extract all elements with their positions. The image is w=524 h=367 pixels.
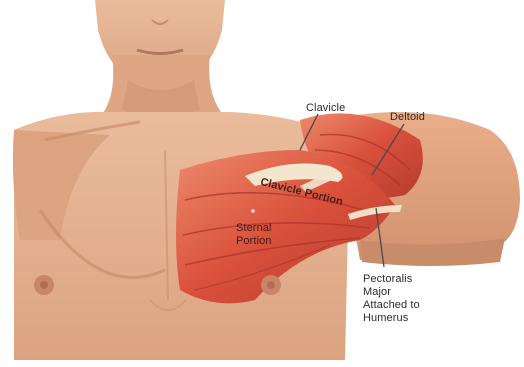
label-sternal-portion: Sternal Portion — [236, 222, 272, 248]
label-deltoid: Deltoid — [390, 111, 425, 124]
label-clavicle: Clavicle — [306, 102, 345, 115]
sternal-portion-marker — [251, 209, 255, 213]
right-nipple-center — [267, 281, 275, 289]
label-pectoralis-major: Pectoralis Major Attached to Humerus — [363, 273, 420, 325]
left-nipple-center — [40, 281, 48, 289]
